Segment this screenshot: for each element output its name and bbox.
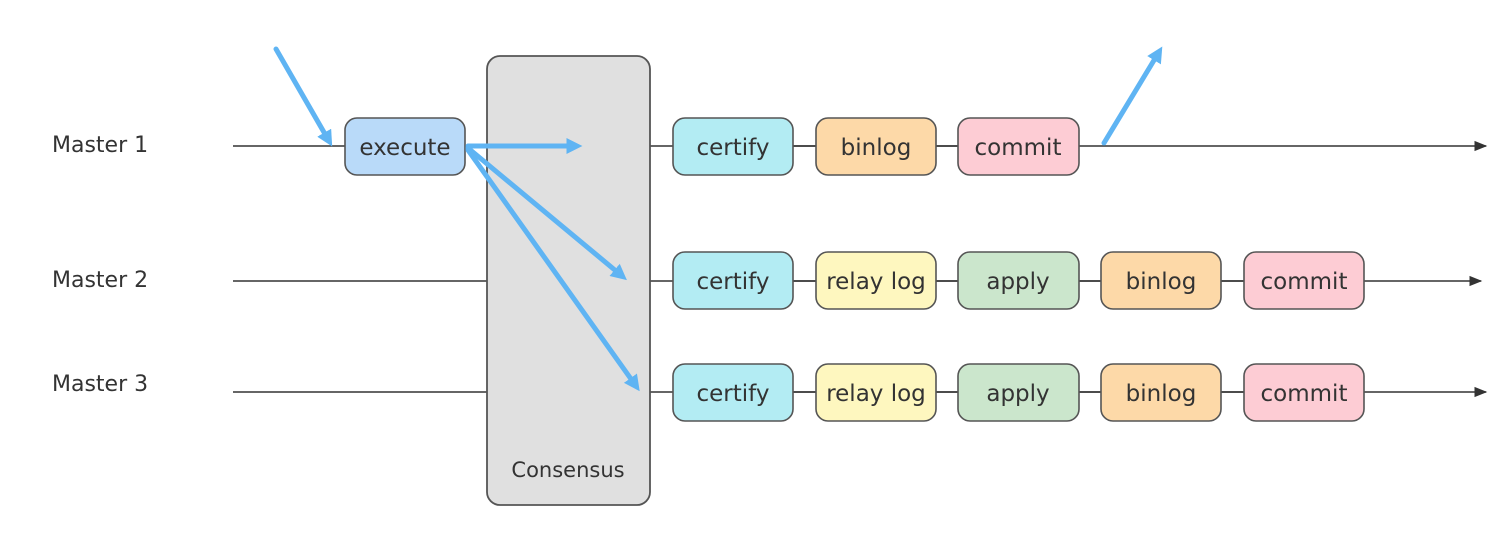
stage-certify-box [672,251,794,310]
consensus-box [486,55,651,506]
stage-binlog-label: binlog [1126,269,1197,295]
consensus-label: Consensus [511,458,624,482]
lane-label-master-1: Master 1 [52,133,148,158]
stage-commit-label: commit [975,135,1062,161]
lane-master-1-stages: execute certify binlog commit [344,117,1080,176]
stage-execute-label: execute [359,135,450,161]
flow-arrow-to-master-2 [465,145,627,281]
lane-master-3-stages: certify relay log apply binlog commit [672,363,1365,422]
lane-labels: Master 1 Master 2 Master 3 [52,133,148,397]
flow-arrow-to-master-3 [465,147,640,392]
stage-relay-log-box [815,363,937,422]
flow-arrow-incoming [273,46,333,147]
stage-relay-log-box [815,251,937,310]
stage-apply-label: apply [986,381,1049,407]
flow-arrows [273,46,1163,392]
stage-relay-log-label: relay log [826,269,926,295]
stage-apply-label: apply [986,269,1049,295]
stage-apply-box [957,251,1080,310]
stage-commit-label: commit [1261,381,1348,407]
stage-relay-log-label: relay log [826,381,926,407]
stage-commit-box [957,117,1080,176]
stage-commit-label: commit [1261,269,1348,295]
stage-certify-box [672,117,794,176]
stage-binlog-label: binlog [1126,381,1197,407]
stage-commit-box [1243,251,1365,310]
lane-master-2-stages: certify relay log apply binlog commit [672,251,1365,310]
stage-binlog-label: binlog [841,135,912,161]
stage-certify-label: certify [697,381,770,407]
stage-certify-box [672,363,794,422]
stage-execute-box [344,117,466,176]
stage-binlog-box [1100,251,1222,310]
flow-arrow-outgoing [1101,46,1163,146]
stage-certify-label: certify [697,269,770,295]
lane-label-master-2: Master 2 [52,268,148,293]
stage-certify-label: certify [697,135,770,161]
stage-apply-box [957,363,1080,422]
stage-binlog-box [815,117,937,176]
stage-commit-box [1243,363,1365,422]
stage-binlog-box [1100,363,1222,422]
consensus-block: Consensus [486,55,651,506]
lane-label-master-3: Master 3 [52,372,148,397]
